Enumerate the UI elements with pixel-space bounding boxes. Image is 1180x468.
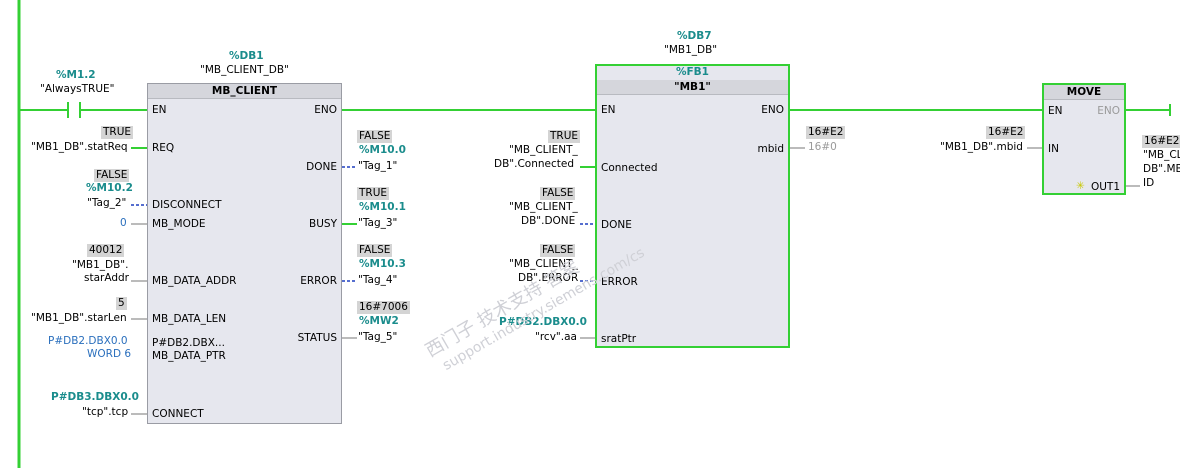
mb1-done-tag-2[interactable]: DB".DONE xyxy=(521,215,576,227)
busy-value: TRUE xyxy=(357,187,390,200)
done-address: %M10.0 xyxy=(359,144,406,156)
busy-tag[interactable]: "Tag_3" xyxy=(358,217,398,229)
sratptr-address: P#DB2.DBX0.0 xyxy=(499,316,587,328)
move-out-tag-2[interactable]: DB".MB xyxy=(1143,163,1180,175)
done-tag[interactable]: "Tag_1" xyxy=(358,160,398,172)
move-title: MOVE xyxy=(1044,85,1124,100)
sratptr-tag[interactable]: "rcv".aa xyxy=(535,331,577,343)
mb1-block[interactable]: %FB1 "MB1" EN Connected DONE ERROR sratP… xyxy=(595,64,790,348)
contact-tag[interactable]: "AlwaysTRUE" xyxy=(40,83,115,95)
mb-client-title: MB_CLIENT xyxy=(148,84,341,99)
connect-tag[interactable]: "tcp".tcp xyxy=(82,406,129,418)
pin-error: ERROR xyxy=(601,276,638,288)
mb-client-block[interactable]: MB_CLIENT EN REQ DISCONNECT MB_MODE MB_D… xyxy=(147,83,342,424)
busy-address: %M10.1 xyxy=(359,201,406,213)
data-len-value: 5 xyxy=(116,297,127,310)
mbid-init[interactable]: 16#0 xyxy=(808,141,837,153)
pin-req: REQ xyxy=(152,142,175,154)
move-in-value: 16#E2 xyxy=(986,126,1026,139)
mb1-error-value: FALSE xyxy=(540,244,576,257)
req-value: TRUE xyxy=(101,126,134,139)
pin-error: ERROR xyxy=(300,275,337,287)
connect-address: P#DB3.DBX0.0 xyxy=(51,391,139,403)
pin-eno: ENO xyxy=(314,104,337,116)
mb-mode-literal[interactable]: 0 xyxy=(120,217,127,229)
pin-en: EN xyxy=(152,104,167,116)
pin-en: EN xyxy=(601,104,616,116)
sun-icon: ✳ xyxy=(1076,180,1085,192)
move-in-tag[interactable]: "MB1_DB".mbid xyxy=(940,141,1023,153)
pin-out1: OUT1 xyxy=(1090,181,1120,193)
pin-mb-data-ptr: MB_DATA_PTR xyxy=(152,350,226,362)
connected-value: TRUE xyxy=(548,130,581,143)
pin-busy: BUSY xyxy=(309,218,337,230)
status-address: %MW2 xyxy=(359,315,399,327)
no-contact[interactable] xyxy=(64,98,86,122)
mb1-title: "MB1" xyxy=(597,80,788,95)
data-addr-value: 40012 xyxy=(87,244,125,257)
data-ptr-inner-value: P#DB2.DBX... xyxy=(152,337,225,349)
mb1-db-name[interactable]: "MB1_DB" xyxy=(664,44,718,56)
pin-en: EN xyxy=(1048,105,1063,117)
data-ptr-literal-1[interactable]: P#DB2.DBX0.0 xyxy=(48,335,128,347)
pin-sratptr: sratPtr xyxy=(601,333,637,345)
mb-client-db-address: %DB1 xyxy=(229,50,264,62)
pin-mb-data-addr: MB_DATA_ADDR xyxy=(152,275,237,287)
pin-eno: ENO xyxy=(761,104,784,116)
disconnect-value: FALSE xyxy=(94,169,130,182)
pin-disconnect: DISCONNECT xyxy=(152,199,222,211)
pin-in: IN xyxy=(1048,143,1059,155)
pin-connected: Connected xyxy=(601,162,658,174)
pin-done: DONE xyxy=(306,161,337,173)
mb1-fb-address: %FB1 xyxy=(675,66,709,78)
data-addr-tag-1[interactable]: "MB1_DB". xyxy=(72,259,129,271)
connected-tag-1[interactable]: "MB_CLIENT_ xyxy=(509,144,578,156)
move-out-value: 16#E2 xyxy=(1142,135,1180,148)
mb1-error-tag-1[interactable]: "MB_CLIENT_ xyxy=(509,258,578,270)
done-value: FALSE xyxy=(357,130,393,143)
pin-mb-mode: MB_MODE xyxy=(152,218,206,230)
data-ptr-literal-2[interactable]: WORD 6 xyxy=(87,348,132,360)
mb1-done-tag-1[interactable]: "MB_CLIENT_ xyxy=(509,201,578,213)
mb1-error-tag-2[interactable]: DB".ERROR xyxy=(518,272,579,284)
pin-mb-data-len: MB_DATA_LEN xyxy=(152,313,227,325)
move-out-tag-1[interactable]: "MB_CL xyxy=(1143,149,1180,161)
move-out-tag-3[interactable]: ID xyxy=(1143,177,1155,189)
move-block[interactable]: MOVE EN ENO IN ✳ OUT1 xyxy=(1042,83,1126,195)
pin-mbid: mbid xyxy=(757,143,784,155)
status-value: 16#7006 xyxy=(357,301,410,314)
pin-done: DONE xyxy=(601,219,632,231)
mbid-value: 16#E2 xyxy=(806,126,846,139)
error-address: %M10.3 xyxy=(359,258,406,270)
disconnect-tag[interactable]: "Tag_2" xyxy=(87,197,127,209)
status-tag[interactable]: "Tag_5" xyxy=(358,331,398,343)
error-value: FALSE xyxy=(357,244,393,257)
data-len-tag[interactable]: "MB1_DB".starLen xyxy=(31,312,127,324)
disconnect-address: %M10.2 xyxy=(86,182,133,194)
data-addr-tag-2[interactable]: starAddr xyxy=(84,272,129,284)
contact-address: %M1.2 xyxy=(56,69,96,81)
mb1-done-value: FALSE xyxy=(540,187,576,200)
pin-eno: ENO xyxy=(1097,105,1120,117)
mb1-db-address: %DB7 xyxy=(677,30,712,42)
connected-tag-2[interactable]: DB".Connected xyxy=(494,158,574,170)
pin-connect: CONNECT xyxy=(152,408,204,420)
error-tag[interactable]: "Tag_4" xyxy=(358,274,398,286)
pin-status: STATUS xyxy=(297,332,337,344)
req-tag[interactable]: "MB1_DB".statReq xyxy=(31,141,128,153)
mb-client-db-name[interactable]: "MB_CLIENT_DB" xyxy=(200,64,289,76)
